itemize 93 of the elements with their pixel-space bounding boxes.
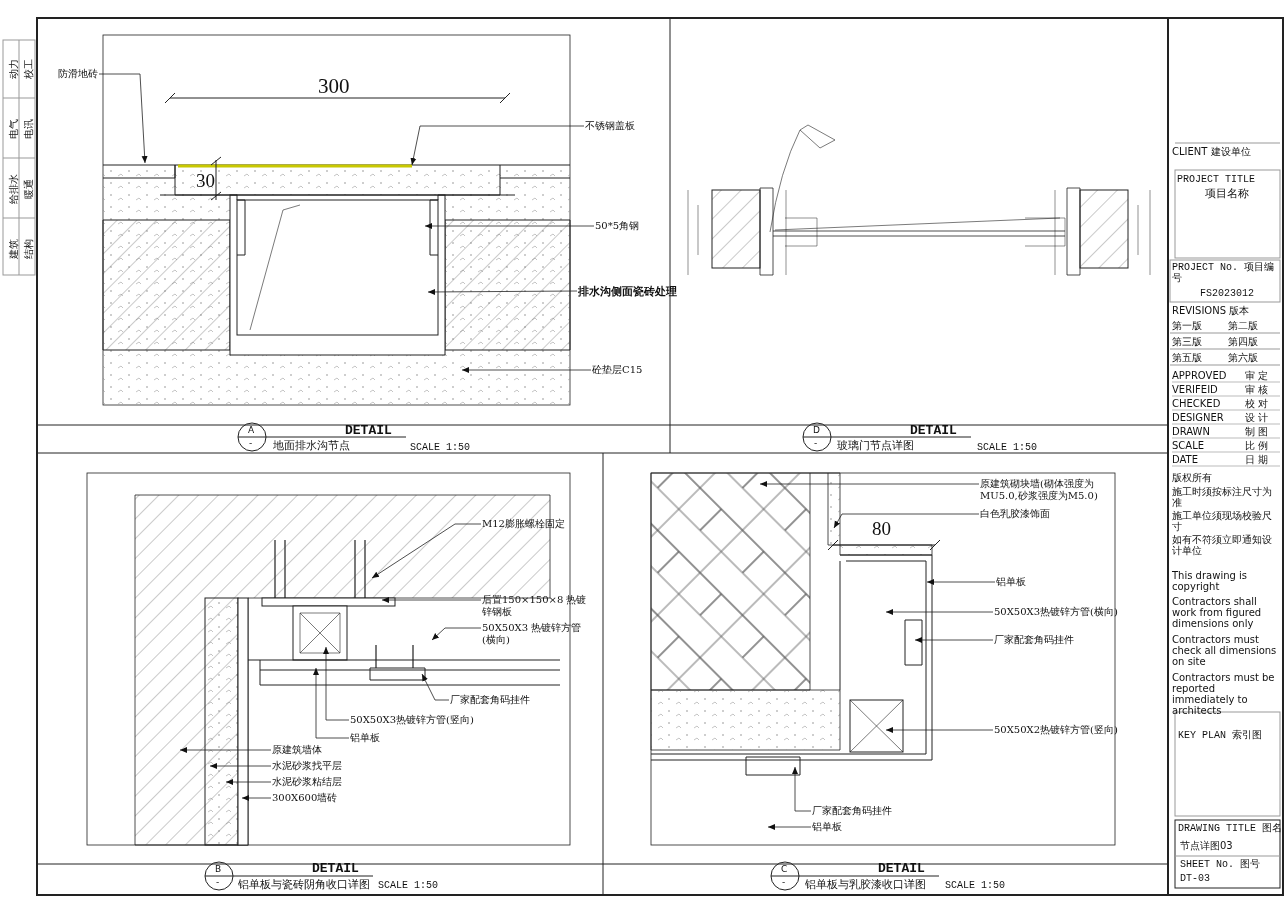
revision-text: 第三版 — [1172, 336, 1202, 348]
revision-text: 第二版 — [1228, 320, 1258, 332]
callout-text: 铝单板 — [996, 576, 1026, 588]
detail-mark: - — [814, 438, 818, 449]
field-label: 审 定 — [1245, 370, 1269, 382]
callout-text: 50X50X3 热镀锌方管(横向) — [482, 622, 592, 646]
field-label: 校 对 — [1245, 398, 1269, 410]
field-label: CHECKED — [1172, 398, 1221, 410]
field-label: 审 核 — [1245, 384, 1269, 396]
callout-text: 厂家配套角码挂件 — [450, 694, 530, 706]
callout-text: 50*5角钢 — [595, 220, 640, 232]
revision-text: 第一版 — [1172, 320, 1202, 332]
callout-text: 砼垫层C15 — [592, 364, 643, 376]
detail-letter: D — [813, 425, 820, 436]
callout-text: 后置150×150×8 热镀锌钢板 — [482, 594, 592, 618]
callout-text: 水泥砂浆找平层 — [272, 760, 342, 772]
field-label: KEY PLAN 索引图 — [1178, 730, 1262, 742]
field-label: 制 图 — [1245, 426, 1269, 438]
project-title-text: 项目名称 — [1205, 188, 1249, 201]
discipline-text: 电气 — [8, 118, 20, 139]
field-label: VERIFEID — [1172, 384, 1218, 396]
scale-text: SCALE 1:50 — [977, 442, 1037, 454]
field-label: PROJECT TITLE — [1177, 174, 1255, 186]
callout-text: 原建筑墙体 — [272, 744, 322, 756]
field-label: REVISIONS 版本 — [1172, 305, 1250, 317]
sheet-number: DT-03 — [1180, 873, 1210, 885]
project-number: FS2023012 — [1200, 288, 1254, 300]
discipline-text: 暖通 — [23, 178, 35, 199]
callout-text: 厂家配套角码挂件 — [994, 634, 1074, 646]
note-text: This drawing is copyright — [1172, 570, 1248, 592]
callout-text: 铝单板 — [812, 821, 842, 833]
callout-text: 300X600墙砖 — [272, 792, 338, 804]
discipline-text: 建筑 — [8, 238, 20, 259]
detail-title: 铝单板与乳胶漆收口详图 — [805, 879, 926, 892]
detail-letter: A — [248, 425, 255, 436]
callout-text: M12膨胀螺栓固定 — [482, 518, 565, 530]
field-label: DESIGNER — [1172, 412, 1224, 424]
detail-heading: DETAIL — [910, 424, 957, 439]
dimension-text: 80 — [872, 518, 891, 540]
scale-text: SCALE 1:50 — [945, 880, 1005, 892]
field-label: DATE — [1172, 454, 1198, 466]
field-label: 设 计 — [1245, 412, 1269, 424]
detail-letter: C — [781, 864, 788, 875]
discipline-text: 电讯 — [23, 118, 35, 139]
revision-text: 第五版 — [1172, 352, 1202, 364]
field-label: 日 期 — [1245, 454, 1269, 466]
callout-text: 白色乳胶漆饰面 — [980, 508, 1050, 520]
note-text: 施工单位须现场校验尺寸 — [1172, 510, 1273, 532]
detail-title: 铝单板与瓷砖阴角收口详图 — [238, 879, 370, 892]
detail-mark: - — [216, 877, 220, 888]
detail-title: 玻璃门节点详图 — [837, 440, 914, 453]
detail-mark: - — [249, 438, 253, 449]
detail-heading: DETAIL — [878, 862, 925, 877]
dimension-text: 30 — [196, 170, 215, 192]
field-label: DRAWN — [1172, 426, 1210, 438]
callout-text: 防滑地砖 — [58, 68, 98, 80]
callout-text: 50X50X2热镀锌方管(竖向) — [994, 724, 1118, 736]
field-label: DRAWING TITLE 图名 — [1178, 823, 1282, 835]
revision-text: 第六版 — [1228, 352, 1258, 364]
callout-text: 50X50X3热镀锌方管(竖向) — [350, 714, 474, 726]
callout-text: 铝单板 — [350, 732, 380, 744]
detail-title: 地面排水沟节点 — [273, 440, 350, 453]
callout-text: 水泥砂浆粘结层 — [272, 776, 342, 788]
note-text: Contractors must be reported immediately to architects — [1172, 672, 1276, 716]
callout-text: 原建筑砌块墙(砌体强度为MU5.0,砂浆强度为M5.0) — [980, 478, 1130, 502]
detail-mark: - — [782, 877, 786, 888]
note-text: 施工时须按标注尺寸为准 — [1172, 486, 1273, 508]
drawing-title-text: 节点详图03 — [1180, 840, 1233, 852]
discipline-text: 给排水 — [8, 173, 20, 204]
field-label: SHEET No. 图号 — [1180, 859, 1260, 871]
revision-text: 第四版 — [1228, 336, 1258, 348]
note-text: 如有不符须立即通知设计单位 — [1172, 534, 1273, 556]
note-text: Contractors shall work from figured dimensions only — [1172, 596, 1263, 629]
callout-text: 50X50X3热镀锌方管(横向) — [994, 606, 1118, 618]
field-label: PROJECT No. 项目编号 — [1172, 262, 1275, 284]
field-label: CLIENT 建设单位 — [1172, 146, 1251, 158]
detail-heading: DETAIL — [312, 862, 359, 877]
field-label: APPROVED — [1172, 370, 1227, 382]
note-text: 版权所有 — [1172, 472, 1213, 483]
callout-text: 不锈钢盖板 — [585, 120, 635, 132]
field-label: SCALE — [1172, 440, 1205, 452]
callout-text: 厂家配套角码挂件 — [812, 805, 892, 817]
detail-heading: DETAIL — [345, 424, 392, 439]
scale-text: SCALE 1:50 — [410, 442, 470, 454]
discipline-text: 动力 — [8, 58, 20, 79]
scale-text: SCALE 1:50 — [378, 880, 438, 892]
discipline-text: 结构 — [23, 238, 35, 259]
note-text: Contractors must check all dimensions on site — [1172, 634, 1278, 667]
discipline-text: 校工 — [23, 58, 35, 79]
callout-text: 排水沟侧面瓷砖处理 — [578, 285, 677, 299]
field-label: 比 例 — [1245, 440, 1269, 452]
detail-letter: B — [215, 864, 222, 875]
dimension-text: 300 — [318, 74, 350, 99]
